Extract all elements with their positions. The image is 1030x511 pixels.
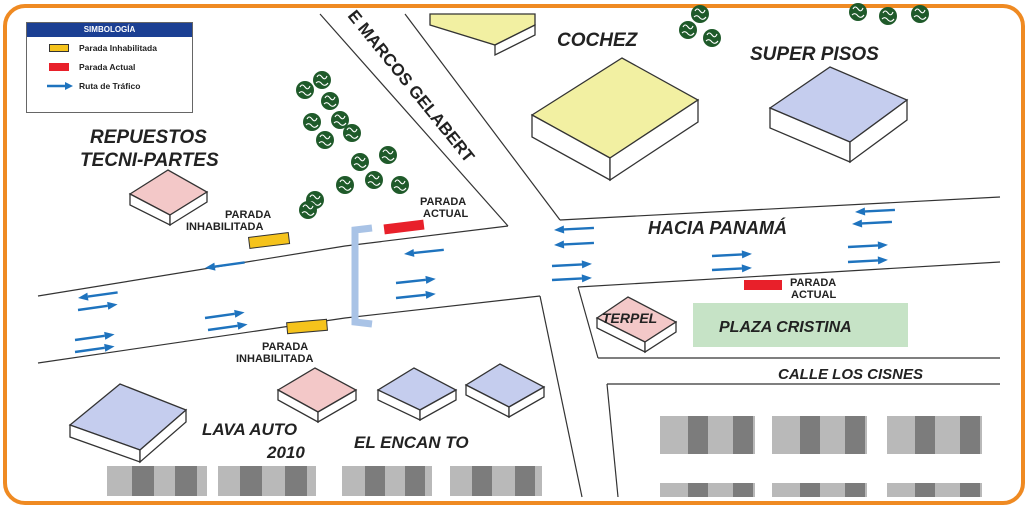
el-encanto-label: EL ENCAN TO <box>354 433 469 452</box>
stop-inhabilitada-bottom <box>286 318 328 335</box>
stop-inhabilitada-bottom-label-1: PARADA <box>262 341 308 353</box>
terpel-label: TERPEL <box>602 310 657 326</box>
legend-row-actual: Parada Actual <box>27 58 192 75</box>
gray-blocks <box>107 416 982 497</box>
stop-inhabilitada-top <box>247 232 291 249</box>
building-super-pisos <box>768 66 909 164</box>
street-hacia-panama-label: HACIA PANAMÁ <box>648 217 787 238</box>
super-pisos-label: SUPER PISOS <box>750 44 879 65</box>
red-rect-icon <box>49 63 69 71</box>
building-el-encanto-2 <box>464 363 546 419</box>
legend-label-ruta: Ruta de Tráfico <box>79 81 141 91</box>
building-repuestos <box>128 169 209 227</box>
map-frame <box>3 4 1025 505</box>
stop-inhabilitada-top-label-2: INHABILITADA <box>186 221 263 233</box>
legend-row-ruta: Ruta de Tráfico <box>27 77 192 94</box>
stop-actual-right <box>744 280 782 290</box>
crosswalk-bracket <box>351 224 373 328</box>
road-lines <box>37 13 1001 498</box>
stop-inhabilitada-top-label-1: PARADA <box>225 209 271 221</box>
stop-actual-top-label-2: ACTUAL <box>423 208 468 220</box>
cochez-label: COCHEZ <box>557 30 639 51</box>
yellow-rect-icon <box>49 44 69 52</box>
blue-arrow-icon <box>47 82 73 90</box>
legend-box: SIMBOLOGÍA Parada Inhabilitada Parada Ac… <box>26 22 193 113</box>
lava-auto-label-line2: 2010 <box>266 443 305 462</box>
legend-title: SIMBOLOGÍA <box>27 23 192 37</box>
building-cochez <box>530 57 700 182</box>
stop-actual-right-label-1: PARADA <box>790 277 836 289</box>
legend-row-inhabilitada: Parada Inhabilitada <box>27 39 192 56</box>
building-lava-auto <box>276 367 358 424</box>
plaza-cristina-area <box>693 303 908 347</box>
building-el-encanto-1 <box>376 367 458 422</box>
building-bottom-left <box>68 383 188 464</box>
stop-actual-top <box>383 219 425 235</box>
repuestos-label-line2: TECNI-PARTES <box>80 150 219 171</box>
stop-actual-right-label-2: ACTUAL <box>791 289 836 301</box>
lava-auto-label-line1: LAVA AUTO <box>202 420 297 439</box>
stop-actual-top-label-1: PARADA <box>420 196 466 208</box>
street-los-cisnes-label: CALLE LOS CISNES <box>778 366 923 383</box>
repuestos-label-line1: REPUESTOS <box>90 127 207 148</box>
buildings <box>68 13 909 464</box>
stop-inhabilitada-bottom-label-2: INHABILITADA <box>236 353 313 365</box>
plaza-cristina-label: PLAZA CRISTINA <box>719 319 852 336</box>
legend-label-inhabilitada: Parada Inhabilitada <box>79 43 157 53</box>
building-terpel <box>595 296 678 354</box>
legend-label-actual: Parada Actual <box>79 62 136 72</box>
